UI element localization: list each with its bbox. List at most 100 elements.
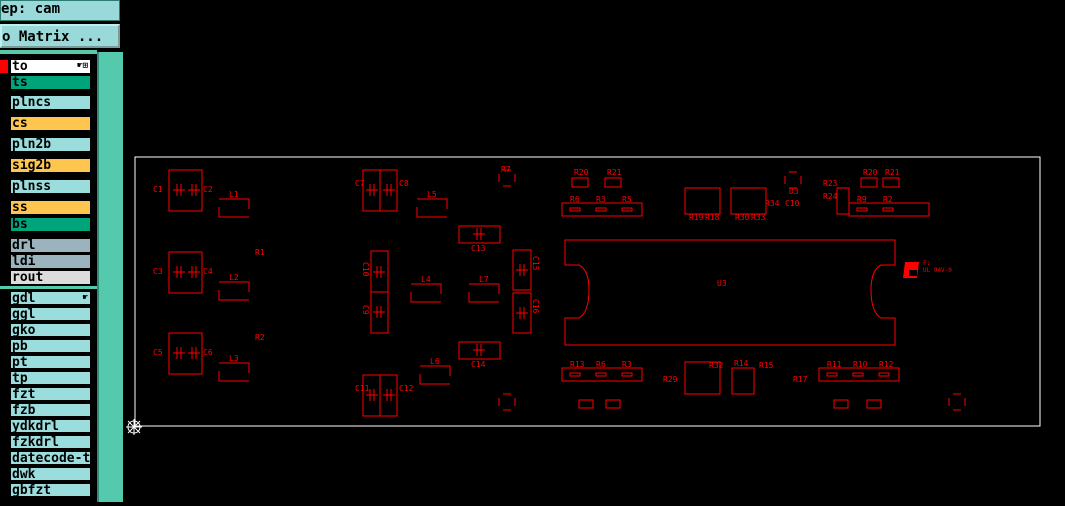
layer-name: to bbox=[12, 59, 28, 74]
layer-name: gdl bbox=[12, 291, 36, 306]
capacitor-footprint bbox=[168, 251, 203, 294]
refdes-label: R32 bbox=[709, 361, 724, 370]
layer-name: cs bbox=[12, 116, 28, 131]
matrix-button[interactable]: o Matrix ... bbox=[0, 24, 120, 48]
refdes-label: C5 bbox=[153, 348, 163, 357]
layer-row-datecode-to[interactable]: datecode-to bbox=[9, 450, 92, 466]
refdes-label: C12 bbox=[399, 384, 414, 393]
row-separator bbox=[0, 175, 97, 178]
ul-marking-logo bbox=[903, 262, 919, 278]
refdes-label: C15 bbox=[531, 256, 540, 271]
row-separator bbox=[0, 196, 97, 199]
refdes-label: C7 bbox=[355, 179, 365, 188]
row-separator bbox=[0, 154, 97, 157]
marking-text-ul: UL 94V-0 bbox=[923, 267, 952, 274]
hand-icon: ☛ bbox=[82, 293, 88, 303]
refdes-label: C4 bbox=[203, 267, 213, 276]
refdes-label: L7 bbox=[479, 275, 489, 284]
row-separator bbox=[0, 286, 97, 289]
layer-row-dwk[interactable]: dwk bbox=[9, 466, 92, 482]
refdes-label: C14 bbox=[471, 360, 486, 369]
refdes-label: R3 bbox=[596, 195, 606, 204]
layer-row-sig2b[interactable]: sig2b bbox=[9, 157, 92, 174]
refdes-label: R7 bbox=[501, 165, 511, 174]
refdes-label: C16 bbox=[531, 299, 540, 314]
layer-name: gbfzt bbox=[12, 483, 52, 498]
refdes-label: R30 bbox=[735, 213, 750, 222]
refdes-label: L3 bbox=[229, 354, 239, 363]
refdes-label: R15 bbox=[759, 361, 774, 370]
refdes-label: R13 bbox=[570, 360, 585, 369]
refdes-label: C13 bbox=[471, 244, 486, 253]
u3-label: U3 bbox=[717, 279, 727, 288]
layer-row-tp[interactable]: tp bbox=[9, 370, 92, 386]
layer-name: sig2b bbox=[12, 158, 52, 173]
board-outline bbox=[134, 156, 1041, 427]
layer-row-pt[interactable]: pt bbox=[9, 354, 92, 370]
refdes-label: R20 bbox=[863, 168, 878, 177]
layer-row-ts[interactable]: ts bbox=[9, 74, 92, 91]
origin-marker bbox=[126, 419, 142, 435]
layer-row-gdl[interactable]: gdl ☛ bbox=[9, 290, 92, 306]
u3-ic-outline bbox=[564, 239, 896, 346]
layer-row-drl[interactable]: drl bbox=[9, 237, 92, 254]
layer-row-plnss[interactable]: plnss bbox=[9, 178, 92, 195]
refdes-label: R14 bbox=[734, 359, 749, 368]
layer-row-fzkdrl[interactable]: fzkdrl bbox=[9, 434, 92, 450]
layer-row-pb[interactable]: pb bbox=[9, 338, 92, 354]
layer-name: pln2b bbox=[12, 137, 52, 152]
refdes-label: R3 bbox=[622, 360, 632, 369]
refdes-label: C6 bbox=[203, 348, 213, 357]
work-layer-marker bbox=[0, 60, 8, 73]
refdes-label: R20 bbox=[574, 168, 589, 177]
refdes-label: R1 bbox=[255, 248, 265, 257]
refdes-label: R11 bbox=[827, 360, 842, 369]
refdes-label: R24 bbox=[823, 192, 838, 201]
refdes-label: R17 bbox=[793, 375, 808, 384]
layer-row-to[interactable]: to☛⊞ bbox=[9, 58, 92, 75]
capacitor-footprint bbox=[168, 332, 203, 375]
layer-row-plncs[interactable]: plncs bbox=[9, 94, 92, 111]
layer-row-fzb[interactable]: fzb bbox=[9, 402, 92, 418]
row-separator bbox=[0, 112, 97, 115]
layer-name: ydkdrl bbox=[12, 419, 59, 434]
refdes-label: R23 bbox=[823, 179, 838, 188]
layer-row-bs[interactable]: bs bbox=[9, 216, 92, 233]
layer-name: rout bbox=[12, 270, 44, 285]
layer-name: datecode-to bbox=[12, 451, 92, 466]
layer-row-ydkdrl[interactable]: ydkdrl bbox=[9, 418, 92, 434]
refdes-label: R34 bbox=[765, 199, 780, 208]
marking-text-f: F: bbox=[923, 260, 930, 267]
layer-row-rout[interactable]: rout bbox=[9, 269, 92, 286]
layer-name: bs bbox=[12, 217, 28, 232]
layer-name: dwk bbox=[12, 467, 36, 482]
layer-panel: ep: cam o Matrix ... to☛⊞ts plncs cs pln2b s… bbox=[0, 0, 123, 502]
layer-name: fzkdrl bbox=[12, 435, 59, 450]
layer-name: plncs bbox=[12, 95, 52, 110]
layer-row-cs[interactable]: cs bbox=[9, 115, 92, 132]
layer-row-ss[interactable]: ss bbox=[9, 199, 92, 216]
layer-row-pln2b[interactable]: pln2b bbox=[9, 136, 92, 153]
layer-row-ggl[interactable]: ggl bbox=[9, 306, 92, 322]
refdes-label: R2 bbox=[883, 195, 893, 204]
panel-divider bbox=[0, 50, 97, 54]
refdes-label: C3 bbox=[153, 267, 163, 276]
layer-name: tp bbox=[12, 371, 28, 386]
layer-row-fzt[interactable]: fzt bbox=[9, 386, 92, 402]
layer-name: ts bbox=[12, 75, 28, 90]
layer-row-ldi[interactable]: ldi bbox=[9, 253, 92, 270]
panel-scrollbar[interactable] bbox=[97, 52, 123, 502]
refdes-label: L1 bbox=[229, 190, 239, 199]
refdes-label: R21 bbox=[607, 168, 622, 177]
layer-row-gbfzt[interactable]: gbfzt bbox=[9, 482, 92, 498]
refdes-label: R19 bbox=[689, 213, 704, 222]
refdes-label: R12 bbox=[879, 360, 894, 369]
row-separator bbox=[0, 91, 97, 94]
layer-name: ggl bbox=[12, 307, 36, 322]
refdes-label: R2 bbox=[255, 333, 265, 342]
layer-name: drl bbox=[12, 238, 36, 253]
step-label: ep: cam bbox=[0, 0, 120, 21]
layer-row-gko[interactable]: gko bbox=[9, 322, 92, 338]
